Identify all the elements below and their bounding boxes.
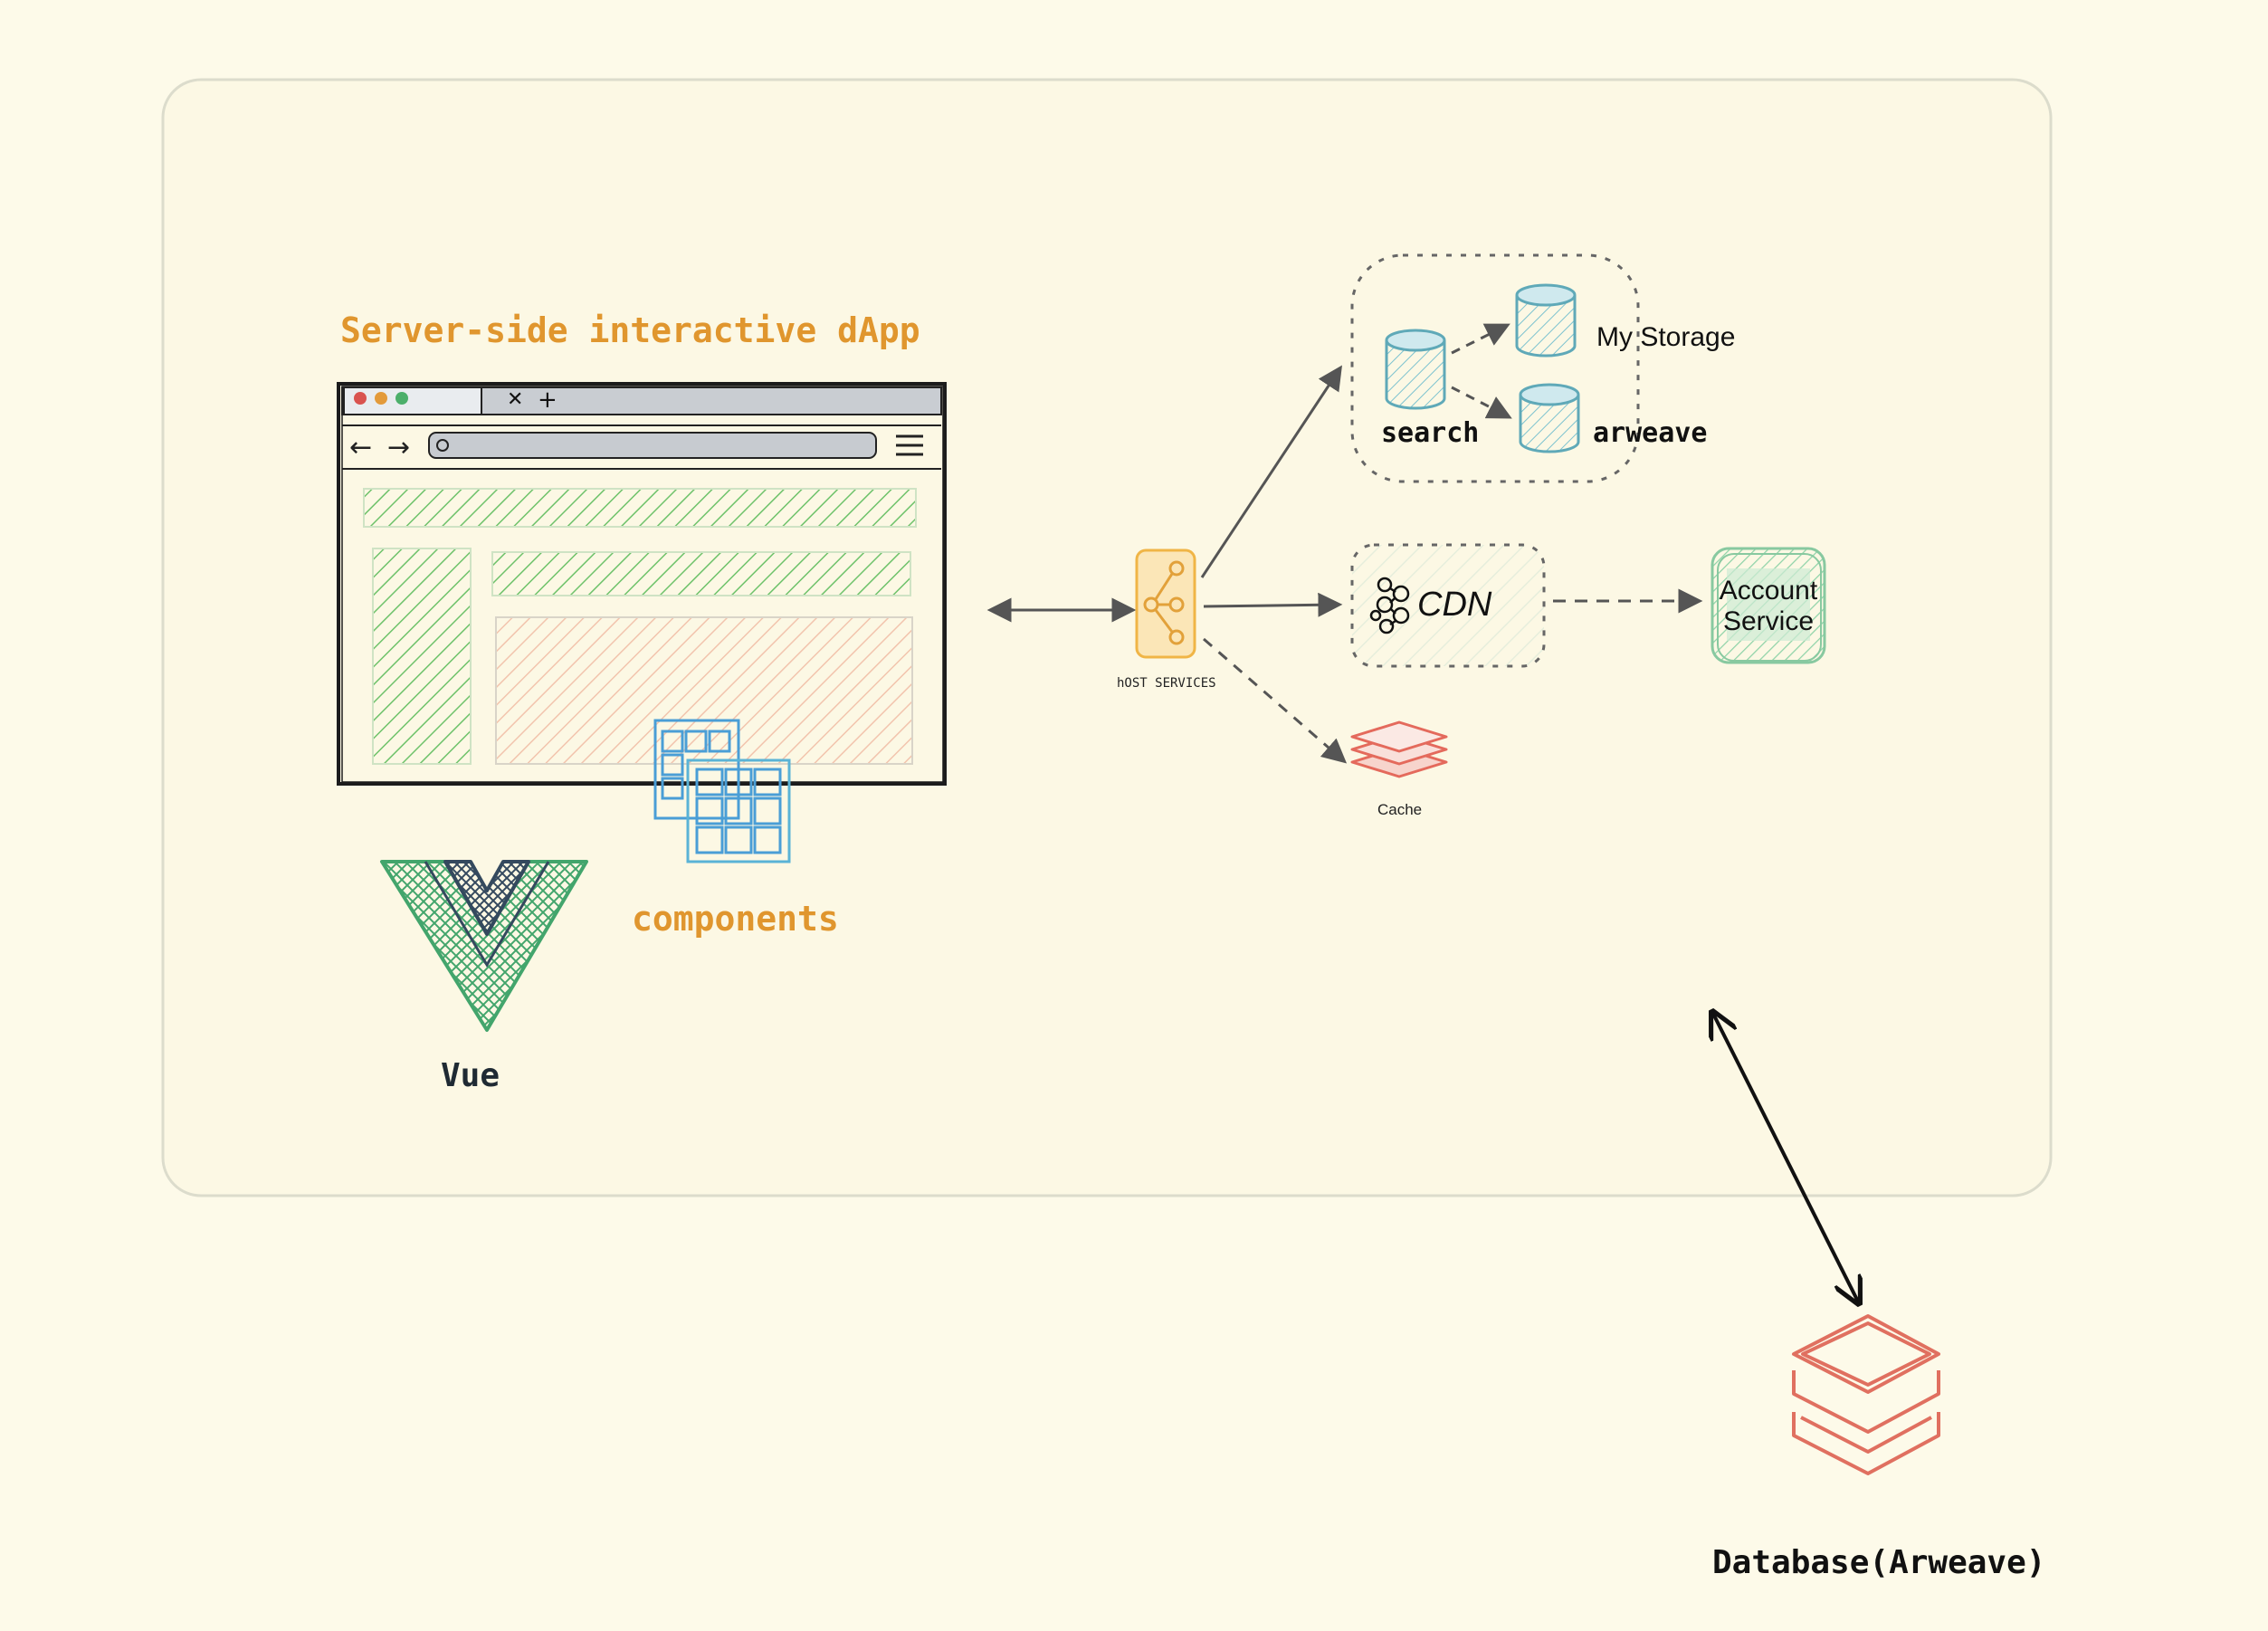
content-sidebar-block [372,548,472,765]
vue-logo-icon [380,860,588,1032]
storage-group [1350,253,1640,483]
components-label: components [632,899,839,939]
cache-layers-icon [1350,720,1448,778]
host-services-icon [1135,548,1196,659]
window-dots [354,392,408,405]
cdn-network-icon [1369,577,1410,634]
database-layers-icon [1792,1314,1940,1475]
address-search-icon [436,439,449,452]
search-label: search [1381,417,1479,449]
storage-cylinder-icon-arweave [1519,383,1580,453]
database-label: Database(Arweave) [1712,1544,2045,1581]
diagram-title: Server-side interactive dApp [340,310,920,350]
host-to-storage-arrow [1200,365,1342,578]
storage-cylinder-icon-my-storage [1515,283,1577,358]
arweave-label: arweave [1593,417,1707,449]
account-service-label-line1: Account [1720,576,1818,606]
account-service-box: Account Service [1711,547,1826,664]
my-storage-label: My Storage [1596,322,1735,352]
search-to-storage-arrow [1451,323,1510,355]
host-services-label: hOST SERVICES [1117,676,1216,691]
browser-address-bar [428,432,877,459]
frame-to-database-arrow [1712,1012,1859,1303]
cache-label: Cache [1377,801,1422,818]
host-to-cdn-arrow [1203,592,1343,617]
outer-frame [161,78,2053,1197]
content-header-block [363,488,917,528]
vue-label: Vue [441,1057,500,1094]
cdn-label: CDN [1417,586,1492,624]
new-tab-icon: + [538,386,557,414]
back-arrow-icon: ← [349,432,372,463]
content-top-block [491,551,911,596]
browser-menu-icon [896,434,923,456]
storage-cylinder-icon-search [1385,329,1446,410]
content-main-block [495,616,913,765]
cdn-box [1350,543,1546,668]
forward-arrow-icon: → [387,432,410,463]
tab-close-icon: ✕ [507,388,523,411]
components-grid-icon [653,719,791,863]
account-service-label-line2: Service [1723,606,1814,636]
browser-window-icon: ✕ + ← → [337,382,947,786]
search-to-arweave-arrow [1451,386,1512,419]
